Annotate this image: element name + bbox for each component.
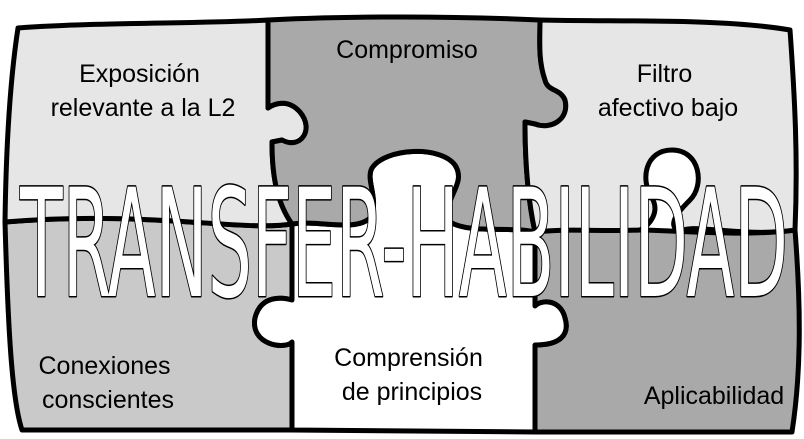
label-bottom-left-line-2: conscientes <box>42 386 174 414</box>
banner-title: TRANSFER-HABILIDAD <box>19 158 788 332</box>
label-bottom-left-line-1: Conexiones <box>39 352 171 380</box>
label-bottom-center-line-1: Comprensión <box>334 344 483 372</box>
label-bottom-left: Conexiones conscientes <box>39 352 178 414</box>
label-bottom-right-line-1: Aplicabilidad <box>644 382 784 410</box>
piece-top-right <box>522 17 799 235</box>
label-top-center: Compromiso <box>336 36 478 64</box>
label-bottom-right: Aplicabilidad <box>644 382 784 410</box>
label-top-left-line-1: Exposición <box>79 60 200 88</box>
label-top-right-line-1: Filtro <box>637 60 693 88</box>
label-top-right-line-2: afectivo bajo <box>598 94 738 122</box>
label-bottom-center-line-2: de principios <box>342 378 482 406</box>
label-bottom-center: Comprensión de principios <box>334 344 490 406</box>
label-top-left-line-2: relevante a la L2 <box>51 94 236 122</box>
label-top-right: Filtro afectivo bajo <box>598 60 738 122</box>
label-top-center-line-1: Compromiso <box>336 36 478 64</box>
label-top-left: Exposición relevante a la L2 <box>51 60 236 122</box>
